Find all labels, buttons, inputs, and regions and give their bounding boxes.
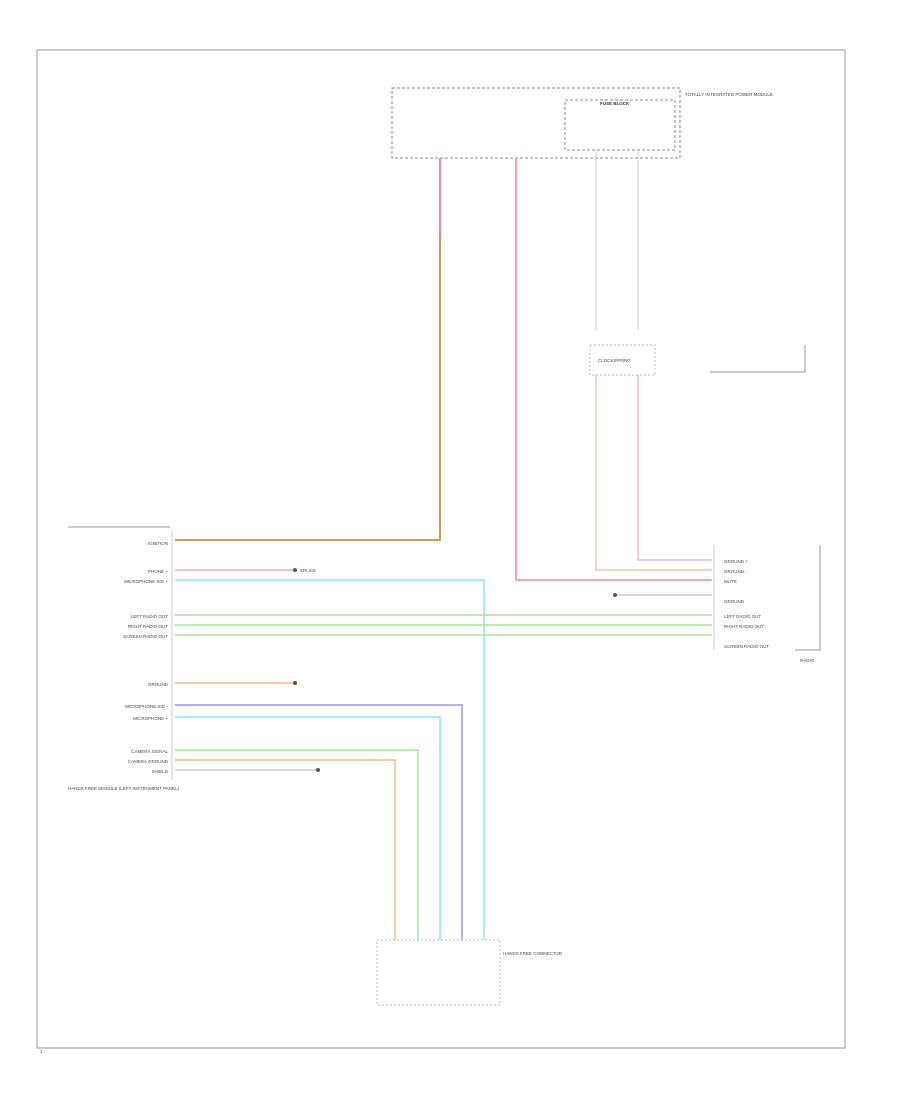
ground-dot: [613, 593, 617, 597]
connector-label: CLOCKSPRING: [598, 358, 631, 363]
bracket-radio: [795, 545, 821, 651]
wire-orange-right: [595, 375, 712, 571]
relay-box: [564, 99, 676, 151]
ground-dot: [316, 768, 320, 772]
wire-orange-camera: [175, 759, 396, 880]
bottom-connector: [376, 939, 501, 1006]
splice-note: SPLICE: [300, 568, 316, 573]
left-labels: IGNITION PHONE + MICROPHONE SIG + LEFT R…: [123, 541, 169, 774]
page-number: 1: [40, 1049, 43, 1054]
splice-dot: [293, 568, 297, 572]
clockspring-connector: [589, 344, 656, 376]
top-module-label: FUSE BLOCK: [600, 101, 630, 106]
wire-cyan-mic2: [175, 716, 441, 880]
wire-cyan-mic: [175, 579, 485, 880]
diagram-border: [36, 49, 846, 1049]
left-label: GROUND: [148, 682, 169, 687]
wire-blue-mic: [175, 704, 463, 880]
left-label: PHONE +: [148, 569, 168, 574]
right-label: SCREEN RADIO OUT: [724, 644, 769, 649]
wire-mute-red: [515, 158, 712, 581]
bracket-clockspring: [710, 345, 806, 373]
left-label: CAMERA SIGNAL: [131, 749, 168, 754]
right-module-label: RADIO: [800, 658, 815, 663]
left-label: MICROPHONE +: [133, 716, 168, 721]
right-label: GROUND +: [724, 559, 748, 564]
right-label: GROUND -: [724, 569, 747, 574]
right-labels: GROUND + GROUND - MUTE GROUND LEFT RADIO…: [724, 559, 769, 649]
wire-green-camera: [175, 749, 419, 880]
left-label: MICROPHONE SIG -: [125, 704, 168, 709]
left-label: IGNITION: [148, 541, 168, 546]
bottom-connector-label: HANDS FREE CONNECTOR: [503, 951, 563, 956]
fuse-block-box: [391, 87, 681, 159]
left-label: LEFT RADIO OUT: [131, 614, 168, 619]
wire-ignition-tan: [175, 235, 441, 541]
right-label: RIGHT RADIO OUT: [724, 624, 764, 629]
right-label: LEFT RADIO OUT: [724, 614, 761, 619]
left-module-label: HANDS FREE MODULE (LEFT INSTRUMENT PANEL…: [68, 786, 180, 791]
left-label: CAMERA GROUND: [128, 759, 169, 764]
splice-dot: [293, 681, 297, 685]
right-label: GROUND: [724, 599, 745, 604]
left-label: RIGHT RADIO OUT: [128, 624, 168, 629]
left-label: MICROPHONE SIG +: [124, 579, 168, 584]
right-label: MUTE: [724, 579, 737, 584]
top-note: TOTALLY INTEGRATED POWER MODULE: [685, 92, 773, 97]
left-label: SCREEN RADIO OUT: [123, 634, 168, 639]
wire-pink-right: [637, 375, 712, 561]
left-label: SHIELD: [152, 769, 169, 774]
